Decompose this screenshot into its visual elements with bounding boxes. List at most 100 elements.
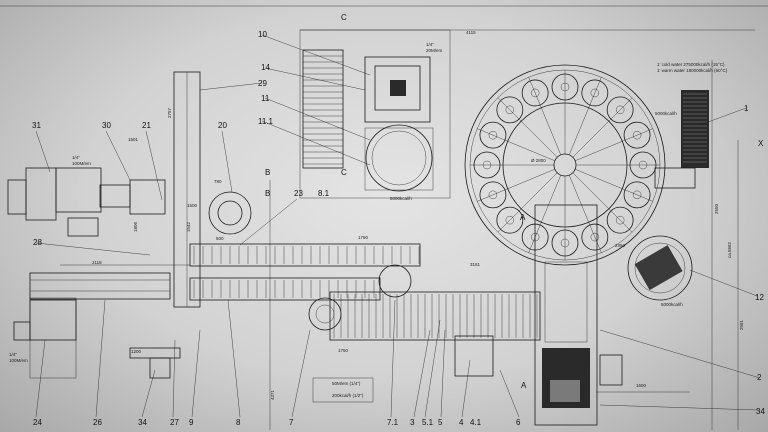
label-5-1: 5.1	[422, 418, 434, 427]
heat-exchanger	[681, 90, 709, 168]
note-pipe-c-rate: 100M/em	[9, 358, 28, 363]
filler-head	[606, 96, 634, 124]
filler-head	[551, 229, 579, 257]
label-4-1: 4.1	[470, 418, 482, 427]
filler-spoke	[569, 175, 602, 253]
conveyor-upper	[189, 243, 421, 267]
label-11: 11	[261, 94, 270, 103]
star-wheel-b-inner	[315, 304, 335, 324]
filler-spoke	[528, 175, 561, 253]
filler-head-core	[560, 82, 570, 92]
filler-head	[581, 223, 609, 251]
tank-11-inner	[371, 130, 427, 186]
dosing-chamber	[374, 65, 421, 111]
dosing-unit-top	[299, 29, 451, 199]
section-c-1: C	[341, 13, 347, 22]
conveyor-28	[13, 272, 171, 341]
filler-head-core	[530, 88, 540, 98]
dim-2350: 2350	[615, 243, 626, 248]
conveyor-28-frame	[29, 272, 171, 300]
leader-line	[413, 329, 431, 418]
capper-inner	[634, 242, 686, 294]
section-marks: X A A B B C C	[265, 13, 764, 390]
dim-2800: Ø 2800	[531, 158, 546, 163]
small-motor	[13, 321, 31, 341]
leader-line	[35, 339, 46, 418]
label-24: 24	[33, 418, 42, 427]
heat-exchanger-fins	[683, 93, 707, 163]
note-gas-a: 50M/em (1/4")	[332, 381, 361, 386]
dim-2118: 2118	[92, 260, 102, 265]
label-30: 30	[102, 121, 111, 130]
leader-line	[699, 107, 747, 126]
note-heat-3: 5000kcal/h	[390, 196, 412, 201]
filler-head-core	[638, 160, 648, 170]
gas-note-box	[312, 377, 374, 403]
dim-1750a: 1750	[358, 235, 369, 240]
label-31: 31	[32, 121, 41, 130]
filler-head-core	[615, 215, 625, 225]
filler-head	[479, 121, 507, 149]
label-8: 8	[236, 418, 241, 427]
dim-1200: 1200	[131, 349, 142, 354]
exchanger-base	[654, 167, 696, 189]
section-b-2: B	[265, 189, 270, 198]
left-pump-unit	[7, 167, 166, 237]
filler-spoke	[575, 128, 653, 161]
label-28: 28	[33, 238, 42, 247]
transfer-conveyor	[534, 204, 598, 426]
dosing-frame	[364, 56, 431, 123]
filler-head-core	[488, 130, 498, 140]
leader-line	[95, 299, 106, 418]
label-7-1: 7.1	[387, 418, 399, 427]
stairs	[302, 49, 344, 169]
accumulation-table	[454, 335, 494, 377]
label-5: 5	[438, 418, 443, 427]
dim-3161: 3161	[470, 262, 481, 267]
dim-4115: 4115	[466, 30, 476, 35]
note-heat-1: 5000kcal/h	[655, 111, 677, 116]
filler-head-core	[632, 190, 642, 200]
main-conveyors	[189, 243, 541, 341]
section-a-1: A	[521, 381, 527, 390]
note-heat-2: 5000kcal/h	[661, 302, 683, 307]
stairs-frame	[302, 49, 344, 169]
filler-head	[629, 151, 657, 179]
dim-2581: 2581	[739, 319, 744, 330]
label-34-right: 34	[756, 407, 765, 416]
filler-head	[606, 206, 634, 234]
leader-line	[599, 329, 761, 379]
mixer-20	[208, 191, 252, 235]
filler-head	[479, 181, 507, 209]
label-8-1: 8.1	[318, 189, 330, 198]
label-2: 2	[757, 373, 762, 382]
note-pipe-a-rate: 20M/em	[426, 48, 443, 53]
filler-head-core	[590, 88, 600, 98]
star-wheel-b	[308, 297, 342, 331]
mixer-20-inner	[217, 200, 243, 226]
pump-body	[25, 167, 57, 221]
leader-line	[261, 120, 371, 166]
leader-lines	[35, 34, 761, 418]
pipe-manifold	[129, 179, 166, 215]
dim-780: 780	[214, 179, 222, 184]
pallet-unit	[149, 357, 171, 379]
dim-1501: 1501	[128, 137, 139, 142]
filler-head-core	[505, 105, 515, 115]
leader-line	[35, 242, 151, 256]
leader-line	[172, 339, 176, 418]
note-cold-water: 1' cold water 275000kcal/h (15°C)	[657, 62, 725, 67]
conveyor-lower	[189, 277, 381, 301]
labeler-panel	[550, 380, 580, 402]
dim-5662: ca.5662	[727, 241, 732, 258]
service-notes: 1' cold water 275000kcal/h (15°C) 1' war…	[9, 42, 728, 403]
leader-line	[264, 67, 366, 91]
control-box	[67, 217, 99, 237]
filler-spoke	[477, 128, 555, 161]
room-outline	[299, 29, 451, 199]
filler-head	[496, 96, 524, 124]
dim-500: 500	[216, 236, 224, 241]
label-34: 34	[138, 418, 147, 427]
filler-heads	[473, 73, 657, 257]
filler-head	[581, 79, 609, 107]
